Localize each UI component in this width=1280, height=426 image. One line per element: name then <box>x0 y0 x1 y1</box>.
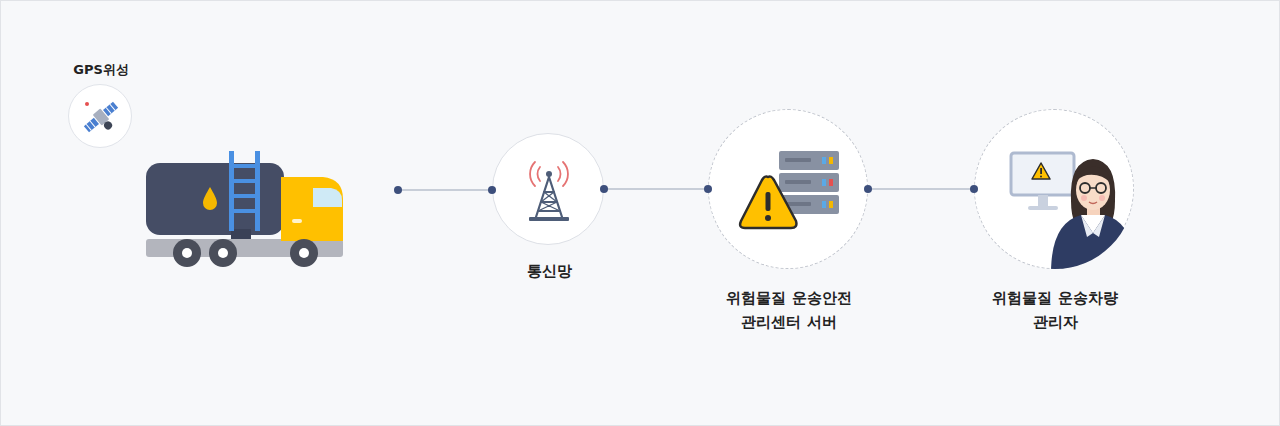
connector-line <box>868 188 974 190</box>
satellite-signal <box>85 102 89 106</box>
node-label: GPS위성 <box>41 58 161 82</box>
node-circle: 위험물질 운송안전 관리센터 서버 <box>708 109 868 269</box>
node-text: 위험물질 운송차량 관리자 <box>985 286 1125 334</box>
truck-link-line <box>394 186 496 194</box>
node-text: 위험물질 운송안전 관리센터 서버 <box>719 286 859 334</box>
connector <box>864 185 978 193</box>
tank-truck-illustration <box>146 151 343 267</box>
connector-dot <box>600 185 608 193</box>
connector-dot <box>970 185 978 193</box>
node-label: 위험물질 운송차량 관리자 <box>985 286 1125 334</box>
satellite-icon <box>82 99 125 140</box>
node-label: 통신망 <box>479 259 619 283</box>
manager-icon <box>1011 153 1135 273</box>
connector <box>600 185 712 193</box>
node-text: 통신망 <box>479 259 619 283</box>
node-circle: GPS위성 <box>68 84 132 148</box>
node-label: 위험물질 운송안전 관리센터 서버 <box>719 286 859 334</box>
connector-line <box>604 188 708 190</box>
connector-dot <box>864 185 872 193</box>
server-warning-icon <box>740 151 839 228</box>
node-circle: 위험물질 운송차량 관리자 <box>974 109 1134 269</box>
tower-icon <box>529 162 569 221</box>
node-circle: 통신망 <box>492 133 604 245</box>
connector-dot <box>704 185 712 193</box>
node-text: GPS위성 <box>41 58 161 82</box>
